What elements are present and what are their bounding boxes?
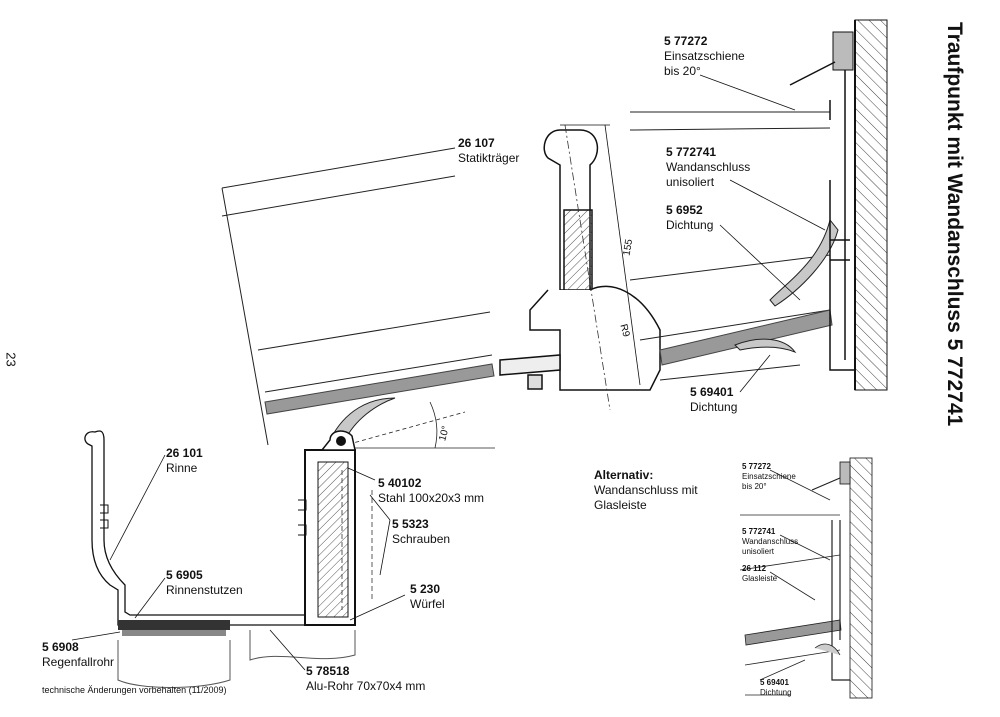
gasket-right-lower: [734, 338, 797, 354]
small-label-wandanschluss-text-1: Wandanschluss: [742, 537, 799, 546]
label-statiktraeger: 26 107 Statikträger: [458, 136, 519, 166]
label-schrauben-text: Schrauben: [392, 532, 451, 546]
downpipe: [117, 640, 231, 688]
label-rinnenstutzen-text: Rinnenstutzen: [166, 583, 243, 597]
page-number: 23: [3, 352, 19, 367]
alternative-text-2: Glasleiste: [594, 498, 647, 512]
glass-panel-left: [221, 147, 495, 446]
label-einsatzschiene: 5 77272 Einsatzschiene bis 20°: [664, 34, 745, 79]
rinnenstutzen: [118, 620, 230, 630]
small-label-dichtung-text: Dichtung: [760, 688, 792, 697]
label-rinnenstutzen: 5 6905 Rinnenstutzen: [166, 568, 243, 598]
label-statiktraeger-number: 26 107: [458, 136, 495, 150]
label-rinnenstutzen-number: 5 6905: [166, 568, 203, 582]
dimension-155: [560, 124, 641, 386]
label-alurohr-number: 5 78518: [306, 664, 350, 678]
label-dichtung-2-text: Dichtung: [690, 400, 738, 414]
right-leader-lines: [699, 74, 826, 393]
angle-marker: [334, 401, 495, 449]
glass-panel-right: [629, 111, 833, 381]
label-wandanschluss-text-2: unisoliert: [666, 175, 715, 189]
label-stahl-text: Stahl 100x20x3 mm: [378, 491, 485, 505]
label-regenfallrohr-number: 5 6908: [42, 640, 79, 654]
drawing-title: Traufpunkt mit Wandanschluss 5 772741: [943, 20, 966, 540]
alternative-block: Alternativ: Wandanschluss mit Glasleiste: [594, 468, 698, 513]
leader-lines: [71, 454, 406, 671]
label-rinne-number: 26 101: [166, 446, 203, 460]
small-label-wandanschluss-text-2: unisoliert: [742, 547, 775, 556]
gasket-right: [769, 218, 839, 307]
screw-lines: [341, 470, 373, 610]
small-label-einsatzschiene-text-2: bis 20°: [742, 482, 767, 491]
alternative-text-1: Wandanschluss mit: [594, 483, 698, 497]
label-rinne: 26 101 Rinne: [166, 446, 203, 476]
label-stahl-number: 5 40102: [378, 476, 422, 490]
small-label-wandanschluss: 5 772741 Wandanschluss unisoliert: [742, 527, 798, 557]
gutter-clips: [100, 504, 109, 529]
label-alurohr-text: Alu-Rohr 70x70x4 mm: [306, 679, 426, 693]
wall-seal: [832, 31, 854, 71]
footer-note: technische Änderungen vorbehalten (11/20…: [42, 685, 227, 695]
label-wuerfel-number: 5 230: [410, 582, 441, 596]
label-einsatzschiene-text-2: bis 20°: [664, 64, 701, 78]
label-wuerfel-text: Würfel: [410, 597, 445, 611]
column-profile: [298, 430, 356, 626]
label-einsatzschiene-text-1: Einsatzschiene: [664, 49, 745, 63]
label-dichtung-1-number: 5 6952: [666, 203, 703, 217]
label-dichtung-1: 5 6952 Dichtung: [666, 203, 713, 233]
label-stahl: 5 40102 Stahl 100x20x3 mm: [378, 476, 484, 506]
label-statiktraeger-text: Statikträger: [458, 151, 520, 165]
small-label-einsatzschiene-number: 5 77272: [742, 462, 771, 471]
small-label-einsatzschiene-text-1: Einsatzschiene: [742, 472, 796, 481]
small-label-glasleiste-number: 26 112: [742, 564, 767, 573]
label-wandanschluss-text-1: Wandanschluss: [666, 160, 751, 174]
small-label-glasleiste: 26 112 Glasleiste: [742, 564, 777, 584]
label-wandanschluss-number: 5 772741: [666, 145, 717, 159]
label-schrauben: 5 5323 Schrauben: [392, 517, 450, 547]
wall-hatched: [854, 19, 888, 391]
label-wuerfel: 5 230 Würfel: [410, 582, 445, 612]
label-regenfallrohr: 5 6908 Regenfallrohr: [42, 640, 114, 670]
statiktraeger-detail: [499, 129, 661, 391]
gasket-left: [329, 397, 396, 441]
title-text: Traufpunkt mit Wandanschluss 5 772741: [943, 22, 966, 427]
label-regenfallrohr-text: Regenfallrohr: [42, 655, 115, 669]
label-schrauben-number: 5 5323: [392, 517, 429, 531]
label-einsatzschiene-number: 5 77272: [664, 34, 708, 48]
wall-connection: [789, 61, 855, 371]
small-label-dichtung: 5 69401 Dichtung: [760, 678, 792, 698]
label-wandanschluss: 5 772741 Wandanschluss unisoliert: [666, 145, 750, 190]
small-label-wandanschluss-number: 5 772741: [742, 527, 776, 536]
alternative-detail: [739, 457, 873, 699]
small-label-glasleiste-text: Glasleiste: [742, 574, 778, 583]
label-alurohr: 5 78518 Alu-Rohr 70x70x4 mm: [306, 664, 425, 694]
label-dichtung-2: 5 69401 Dichtung: [690, 385, 737, 415]
small-label-dichtung-number: 5 69401: [760, 678, 789, 687]
alternative-heading: Alternativ:: [594, 468, 654, 482]
statik-centerline: [564, 124, 611, 411]
label-rinne-text: Rinne: [166, 461, 198, 475]
small-label-einsatzschiene: 5 77272 Einsatzschiene bis 20°: [742, 462, 796, 492]
label-dichtung-2-number: 5 69401: [690, 385, 734, 399]
label-dichtung-1-text: Dichtung: [666, 218, 714, 232]
